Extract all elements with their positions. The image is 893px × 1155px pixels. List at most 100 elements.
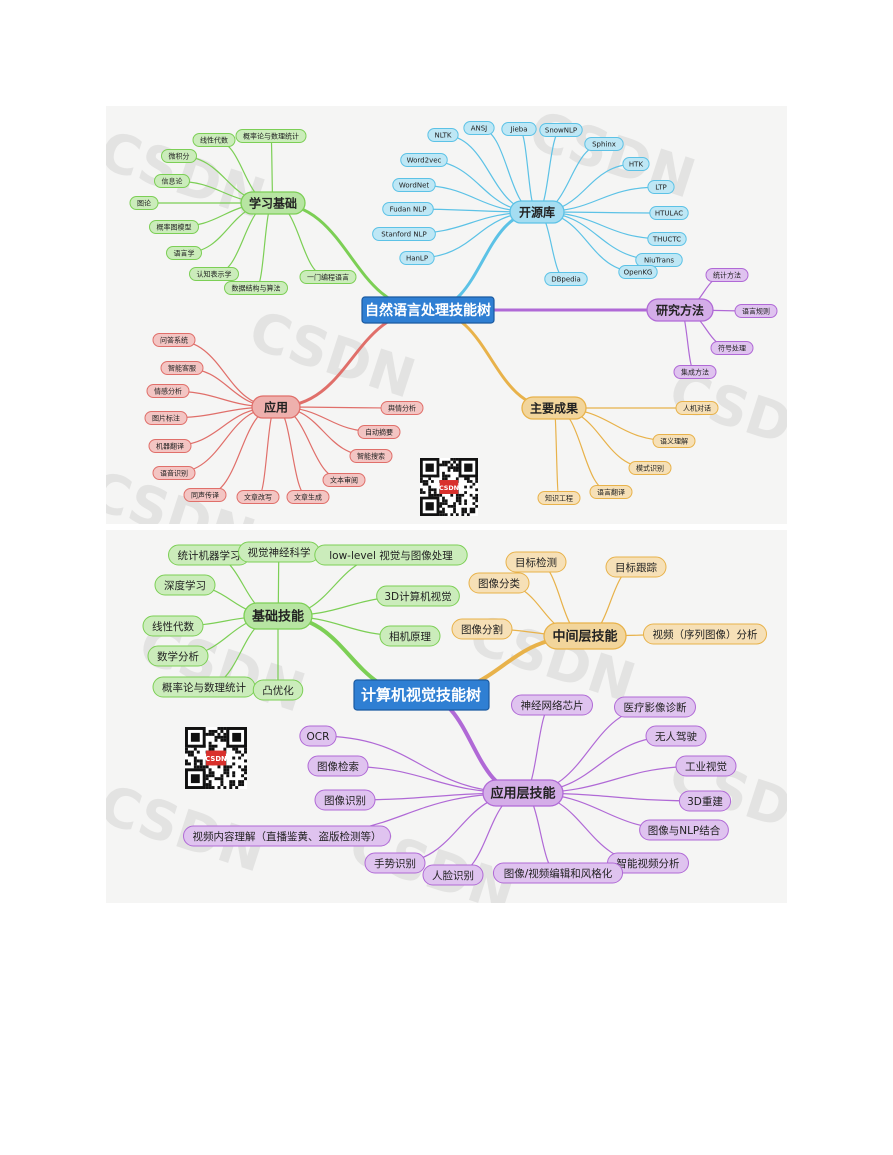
nlp-leaf-node: 同声传译 bbox=[183, 488, 227, 502]
cv-leaf-node: 图像分割 bbox=[451, 618, 513, 640]
cv-leaf-node: 图像识别 bbox=[314, 789, 376, 811]
cv-leaf-node: 图像分类 bbox=[468, 572, 530, 594]
nlp-branch-node: 学习基础 bbox=[240, 191, 306, 215]
nlp-leaf-node: 舆情分析 bbox=[380, 401, 424, 415]
cv-leaf-node-label: 数学分析 bbox=[157, 650, 199, 663]
nlp-leaf-node-label: 同声传译 bbox=[191, 491, 219, 500]
nlp-leaf-node-label: 认知表示学 bbox=[197, 270, 232, 279]
nlp-branch-node: 主要成果 bbox=[521, 396, 587, 420]
nlp-leaf-node: 语言翻译 bbox=[589, 485, 633, 499]
cv-leaf-node: 神经网络芯片 bbox=[511, 694, 593, 716]
cv-branch-node: 应用层技能 bbox=[482, 779, 564, 807]
nlp-leaf-node: 概率图模型 bbox=[149, 220, 199, 234]
nlp-leaf-node-label: ANSJ bbox=[471, 125, 488, 133]
nlp-leaf-node: 智能搜索 bbox=[349, 449, 393, 463]
nlp-leaf-node-label: 统计方法 bbox=[713, 271, 741, 280]
svg-text:CSDN: CSDN bbox=[439, 484, 459, 492]
cv-leaf-node: 智能视频分析 bbox=[607, 852, 689, 874]
cv-leaf-node-label: 目标检测 bbox=[515, 556, 557, 569]
cv-branch-node-label: 应用层技能 bbox=[490, 786, 555, 802]
cv-leaf-node-label: 工业视觉 bbox=[685, 760, 727, 773]
cv-leaf-node: 视觉神经科学 bbox=[238, 541, 320, 563]
nlp-leaf-node: 语音识别 bbox=[152, 466, 196, 480]
cv-leaf-node-label: 概率论与数理统计 bbox=[162, 681, 246, 694]
nlp-leaf-node: 文章改写 bbox=[236, 490, 280, 504]
nlp-branch-node-label: 应用 bbox=[264, 399, 288, 414]
nlp-root-node: 自然语言处理技能树 bbox=[361, 296, 495, 324]
nlp-leaf-node-label: 概率图模型 bbox=[157, 223, 192, 232]
nlp-leaf-node-label: WordNet bbox=[399, 182, 430, 190]
nlp-leaf-node-label: 线性代数 bbox=[200, 136, 228, 145]
nlp-root-label: 自然语言处理技能树 bbox=[365, 302, 491, 319]
cv-leaf-node-label: 线性代数 bbox=[152, 620, 194, 633]
cv-leaf-node: 视频内容理解（直播鉴黄、盗版检测等） bbox=[183, 825, 391, 847]
cv-branch-node: 中间层技能 bbox=[543, 622, 627, 650]
nlp-leaf-node-label: 微积分 bbox=[169, 152, 190, 161]
nlp-leaf-node: 认知表示学 bbox=[189, 267, 239, 281]
nlp-leaf-node: Jieba bbox=[501, 122, 537, 136]
cv-leaf-node-label: 3D重建 bbox=[687, 795, 723, 808]
nlp-leaf-node: 语言学 bbox=[166, 246, 202, 260]
cv-leaf-node: 图像检索 bbox=[307, 755, 369, 777]
cv-leaf-node-label: 智能视频分析 bbox=[617, 857, 680, 870]
cv-leaf-node: 工业视觉 bbox=[675, 755, 737, 777]
nlp-leaf-node-label: OpenKG bbox=[624, 269, 653, 277]
nlp-leaf-node: WordNet bbox=[392, 178, 436, 192]
nlp-leaf-node-label: 知识工程 bbox=[545, 494, 573, 503]
nlp-leaf-node: 模式识别 bbox=[628, 461, 672, 475]
nlp-leaf-node: SnowNLP bbox=[539, 123, 583, 137]
cv-leaf-node: 无人驾驶 bbox=[645, 725, 707, 747]
cv-root-label: 计算机视觉技能树 bbox=[361, 686, 481, 704]
nlp-leaf-node: Fudan NLP bbox=[382, 202, 434, 216]
nlp-leaf-node-label: 一门编程语言 bbox=[307, 273, 349, 282]
nlp-leaf-node-label: 语音识别 bbox=[160, 469, 188, 478]
cv-leaf-node-label: 图像与NLP结合 bbox=[648, 824, 721, 837]
nlp-leaf-node: NiuTrans bbox=[635, 253, 683, 267]
cv-skill-tree-panel: CSDN CSDN CSDN CSDN CSDN 统计机器学习视觉神经科学low… bbox=[106, 530, 787, 903]
nlp-leaf-node-label: Sphinx bbox=[592, 141, 616, 149]
svg-text:CSDN: CSDN bbox=[205, 755, 227, 763]
nlp-leaf-node: 线性代数 bbox=[192, 133, 236, 147]
cv-leaf-node: 图像/视频编辑和风格化 bbox=[492, 862, 624, 884]
nlp-leaf-node-label: 智能客服 bbox=[168, 364, 196, 373]
cv-leaf-node-label: 图像分类 bbox=[478, 577, 520, 590]
qr-code-image: CSDN bbox=[185, 727, 247, 789]
cv-leaf-node-label: 相机原理 bbox=[389, 630, 431, 643]
cv-leaf-node: 深度学习 bbox=[154, 574, 216, 596]
nlp-nodes: 概率论与数理统计线性代数微积分信息论图论概率图模型语言学认知表示学数据结构与算法… bbox=[129, 121, 778, 505]
nlp-leaf-node: NLTK bbox=[427, 128, 459, 142]
nlp-leaf-node-label: THUCTC bbox=[652, 236, 681, 244]
cv-leaf-node-label: 人脸识别 bbox=[432, 869, 474, 882]
cv-leaf-node-label: 图像识别 bbox=[324, 795, 366, 807]
nlp-leaf-node: 文章生成 bbox=[286, 490, 330, 504]
cv-leaf-node-label: OCR bbox=[307, 731, 330, 743]
cv-leaf-node: 目标检测 bbox=[505, 551, 567, 573]
nlp-leaf-node-label: 概率论与数理统计 bbox=[243, 132, 299, 141]
nlp-leaf-node: Sphinx bbox=[584, 137, 624, 151]
nlp-leaf-node: 统计方法 bbox=[705, 268, 749, 282]
nlp-leaf-node: HanLP bbox=[399, 251, 435, 265]
nlp-leaf-node: DBpedia bbox=[544, 272, 588, 286]
nlp-leaf-node: 智能客服 bbox=[160, 361, 204, 375]
nlp-leaf-node-label: 模式识别 bbox=[636, 464, 664, 473]
nlp-leaf-node: ANSJ bbox=[463, 121, 495, 135]
cv-root-node: 计算机视觉技能树 bbox=[353, 679, 490, 711]
nlp-leaf-node-label: 舆情分析 bbox=[388, 404, 416, 413]
nlp-leaf-node-label: HTK bbox=[629, 161, 644, 169]
nlp-leaf-node: 集成方法 bbox=[673, 365, 717, 379]
nlp-leaf-node-label: 文本审阅 bbox=[330, 476, 358, 485]
nlp-leaf-node: 情感分析 bbox=[146, 384, 190, 398]
nlp-leaf-node: 概率论与数理统计 bbox=[235, 129, 307, 143]
nlp-leaf-node: 一门编程语言 bbox=[299, 270, 357, 284]
nlp-leaf-node-label: 情感分析 bbox=[154, 387, 182, 396]
nlp-leaf-node: THUCTC bbox=[647, 232, 687, 246]
cv-leaf-node: 数学分析 bbox=[147, 645, 209, 667]
nlp-leaf-node-label: 数据结构与算法 bbox=[232, 284, 281, 293]
nlp-skill-tree-panel: CSDN CSDN CSDN CSDN CSDN 概率论与数理统计线性代数微积分… bbox=[106, 106, 787, 524]
nlp-branch-node-label: 研究方法 bbox=[656, 302, 704, 317]
nlp-leaf-node-label: HanLP bbox=[406, 255, 428, 263]
cv-leaf-node: 图像与NLP结合 bbox=[639, 819, 729, 841]
cv-leaf-node: 线性代数 bbox=[142, 615, 204, 637]
nlp-leaf-node: Word2vec bbox=[400, 153, 448, 167]
nlp-leaf-node-label: Fudan NLP bbox=[390, 206, 427, 214]
